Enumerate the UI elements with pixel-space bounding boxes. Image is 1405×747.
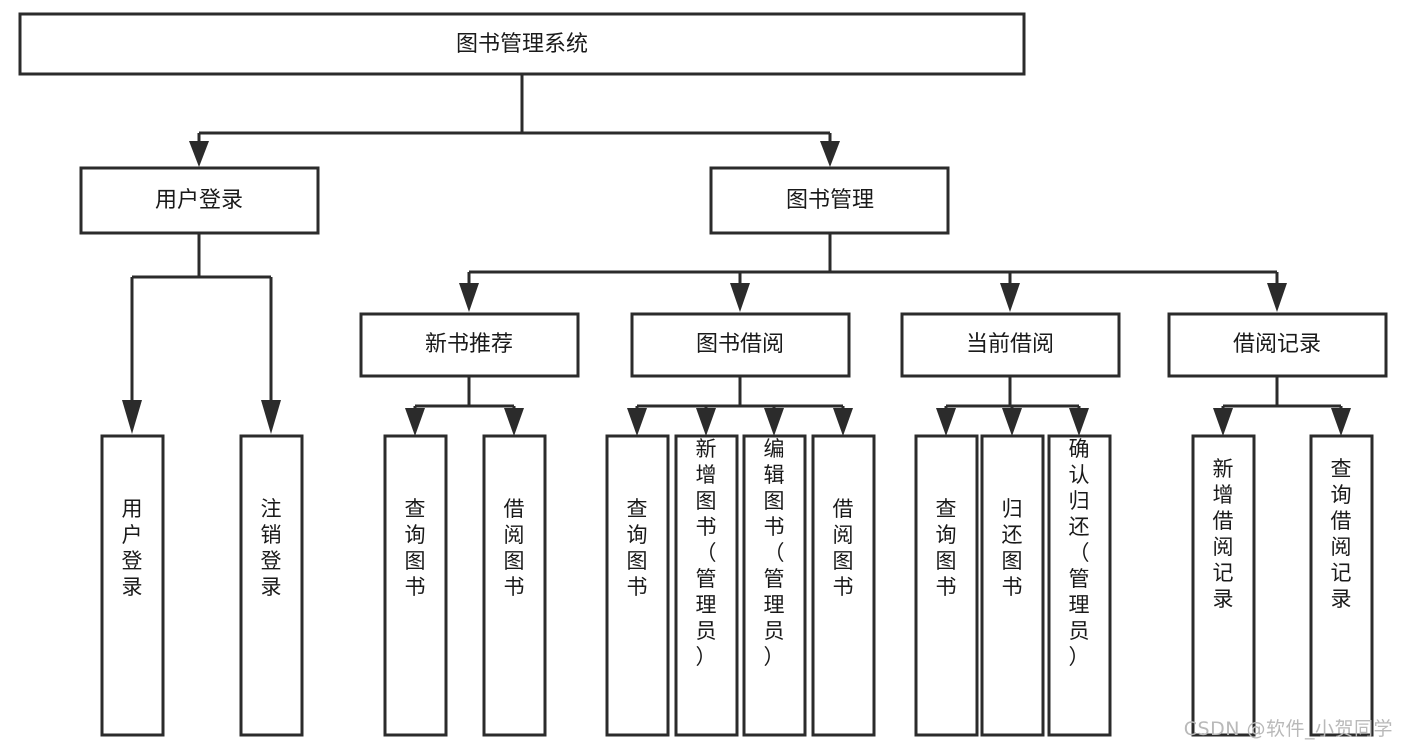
node-current-box[interactable] (900, 312, 1121, 378)
node-borrow-label: 图书借阅 (696, 332, 784, 357)
node-leaf-confirm-return-label: 确认归还（管理员） (1069, 437, 1090, 669)
arrowhead-leaf-add-record (1213, 408, 1233, 436)
node-records-label: 借阅记录 (1233, 332, 1321, 357)
node-leaf-edit-book-label: 编辑图书（管理员） (764, 437, 785, 669)
node-login[interactable]: 用户登录 (79, 166, 320, 235)
node-leaf-user-logout-box[interactable] (239, 434, 304, 737)
watermark: CSDN @软件_小贺同学 (1183, 718, 1393, 740)
node-leaf-borrow-book-2-label: 借阅图书 (833, 497, 854, 599)
node-leaf-borrow-book-1-label: 借阅图书 (504, 497, 525, 599)
node-leaf-query-book-1-box[interactable] (383, 434, 448, 737)
node-root-label: 图书管理系统 (456, 32, 588, 57)
node-leaf-add-record-box[interactable] (1191, 434, 1256, 737)
arrowhead-current (1000, 283, 1020, 312)
node-leaf-query-record-box[interactable] (1309, 434, 1374, 737)
node-leaf-query-book-3[interactable]: 查询图书 (914, 434, 979, 737)
arrowhead-bookmgmt (820, 141, 840, 167)
arrowhead-login (189, 141, 209, 167)
node-leaf-return-book[interactable]: 归还图书 (980, 434, 1045, 737)
node-current[interactable]: 当前借阅 (900, 312, 1121, 378)
node-leaf-query-book-1[interactable]: 查询图书 (383, 434, 448, 737)
node-leaf-add-book[interactable]: 新增图书（管理员） (674, 434, 739, 737)
node-leaf-borrow-book-2[interactable]: 借阅图书 (811, 434, 876, 737)
arrowhead-leaf-add-book (696, 408, 716, 436)
node-leaf-edit-book[interactable]: 编辑图书（管理员） (742, 434, 807, 737)
arrowhead-borrow (730, 283, 750, 312)
node-leaf-add-record-label: 新增借阅记录 (1213, 457, 1234, 611)
arrowhead-leaf-query-book-2 (627, 408, 647, 436)
node-records[interactable]: 借阅记录 (1167, 312, 1388, 378)
node-bookmgmt-box[interactable] (709, 166, 950, 235)
node-leaf-confirm-return-box[interactable] (1047, 434, 1112, 737)
node-borrow[interactable]: 图书借阅 (630, 312, 851, 378)
node-leaf-query-record[interactable]: 查询借阅记录 (1309, 434, 1374, 737)
node-leaf-confirm-return[interactable]: 确认归还（管理员） (1047, 434, 1112, 737)
node-leaf-return-book-label: 归还图书 (1002, 497, 1023, 599)
node-leaf-user-login[interactable]: 用户登录 (100, 434, 165, 737)
node-leaf-query-book-1-label: 查询图书 (405, 497, 426, 599)
node-leaf-query-book-2-label: 查询图书 (627, 497, 648, 599)
arrowhead-leaf-edit-book (764, 408, 784, 436)
arrowhead-leaf-query-record (1331, 408, 1351, 436)
node-leaf-query-book-2[interactable]: 查询图书 (605, 434, 670, 737)
node-leaf-user-logout[interactable]: 注销登录 (239, 434, 304, 737)
node-leaf-borrow-book-1[interactable]: 借阅图书 (482, 434, 547, 737)
node-leaf-add-record[interactable]: 新增借阅记录 (1191, 434, 1256, 737)
node-leaf-query-book-3-label: 查询图书 (936, 497, 957, 599)
arrowhead-leaf-user-login (122, 400, 142, 434)
arrowhead-leaf-borrow-book-2 (833, 408, 853, 436)
node-newbook[interactable]: 新书推荐 (359, 312, 580, 378)
arrowhead-leaf-user-logout (261, 400, 281, 434)
node-leaf-query-book-2-box[interactable] (605, 434, 670, 737)
node-leaf-user-logout-label: 注销登录 (261, 497, 282, 599)
arrowhead-leaf-query-book-3 (936, 408, 956, 436)
node-login-label: 用户登录 (155, 188, 243, 213)
arrowhead-leaf-confirm-return (1069, 408, 1089, 436)
node-leaf-borrow-book-1-box[interactable] (482, 434, 547, 737)
node-bookmgmt[interactable]: 图书管理 (709, 166, 950, 235)
node-root-box[interactable] (18, 12, 1026, 76)
arrowhead-leaf-query-book-1 (405, 408, 425, 436)
node-borrow-box[interactable] (630, 312, 851, 378)
node-leaf-user-login-box[interactable] (100, 434, 165, 737)
arrowhead-newbook (459, 283, 479, 312)
node-leaf-add-book-label: 新增图书（管理员） (696, 437, 717, 669)
node-bookmgmt-label: 图书管理 (786, 188, 874, 213)
connector-layer (122, 75, 1351, 436)
node-leaf-user-login-label: 用户登录 (122, 497, 143, 599)
node-leaf-edit-book-box[interactable] (742, 434, 807, 737)
node-current-label: 当前借阅 (966, 332, 1054, 357)
node-newbook-box[interactable] (359, 312, 580, 378)
arrowhead-leaf-borrow-book-1 (504, 408, 524, 436)
node-leaf-add-book-box[interactable] (674, 434, 739, 737)
node-leaf-return-book-box[interactable] (980, 434, 1045, 737)
node-leaf-query-record-label: 查询借阅记录 (1331, 457, 1352, 611)
node-newbook-label: 新书推荐 (425, 332, 513, 357)
node-leaf-borrow-book-2-box[interactable] (811, 434, 876, 737)
node-root[interactable]: 图书管理系统 (18, 12, 1026, 76)
arrowhead-leaf-return-book (1002, 408, 1022, 436)
node-leaf-query-book-3-box[interactable] (914, 434, 979, 737)
node-login-box[interactable] (79, 166, 320, 235)
node-records-box[interactable] (1167, 312, 1388, 378)
arrowhead-records (1267, 283, 1287, 312)
